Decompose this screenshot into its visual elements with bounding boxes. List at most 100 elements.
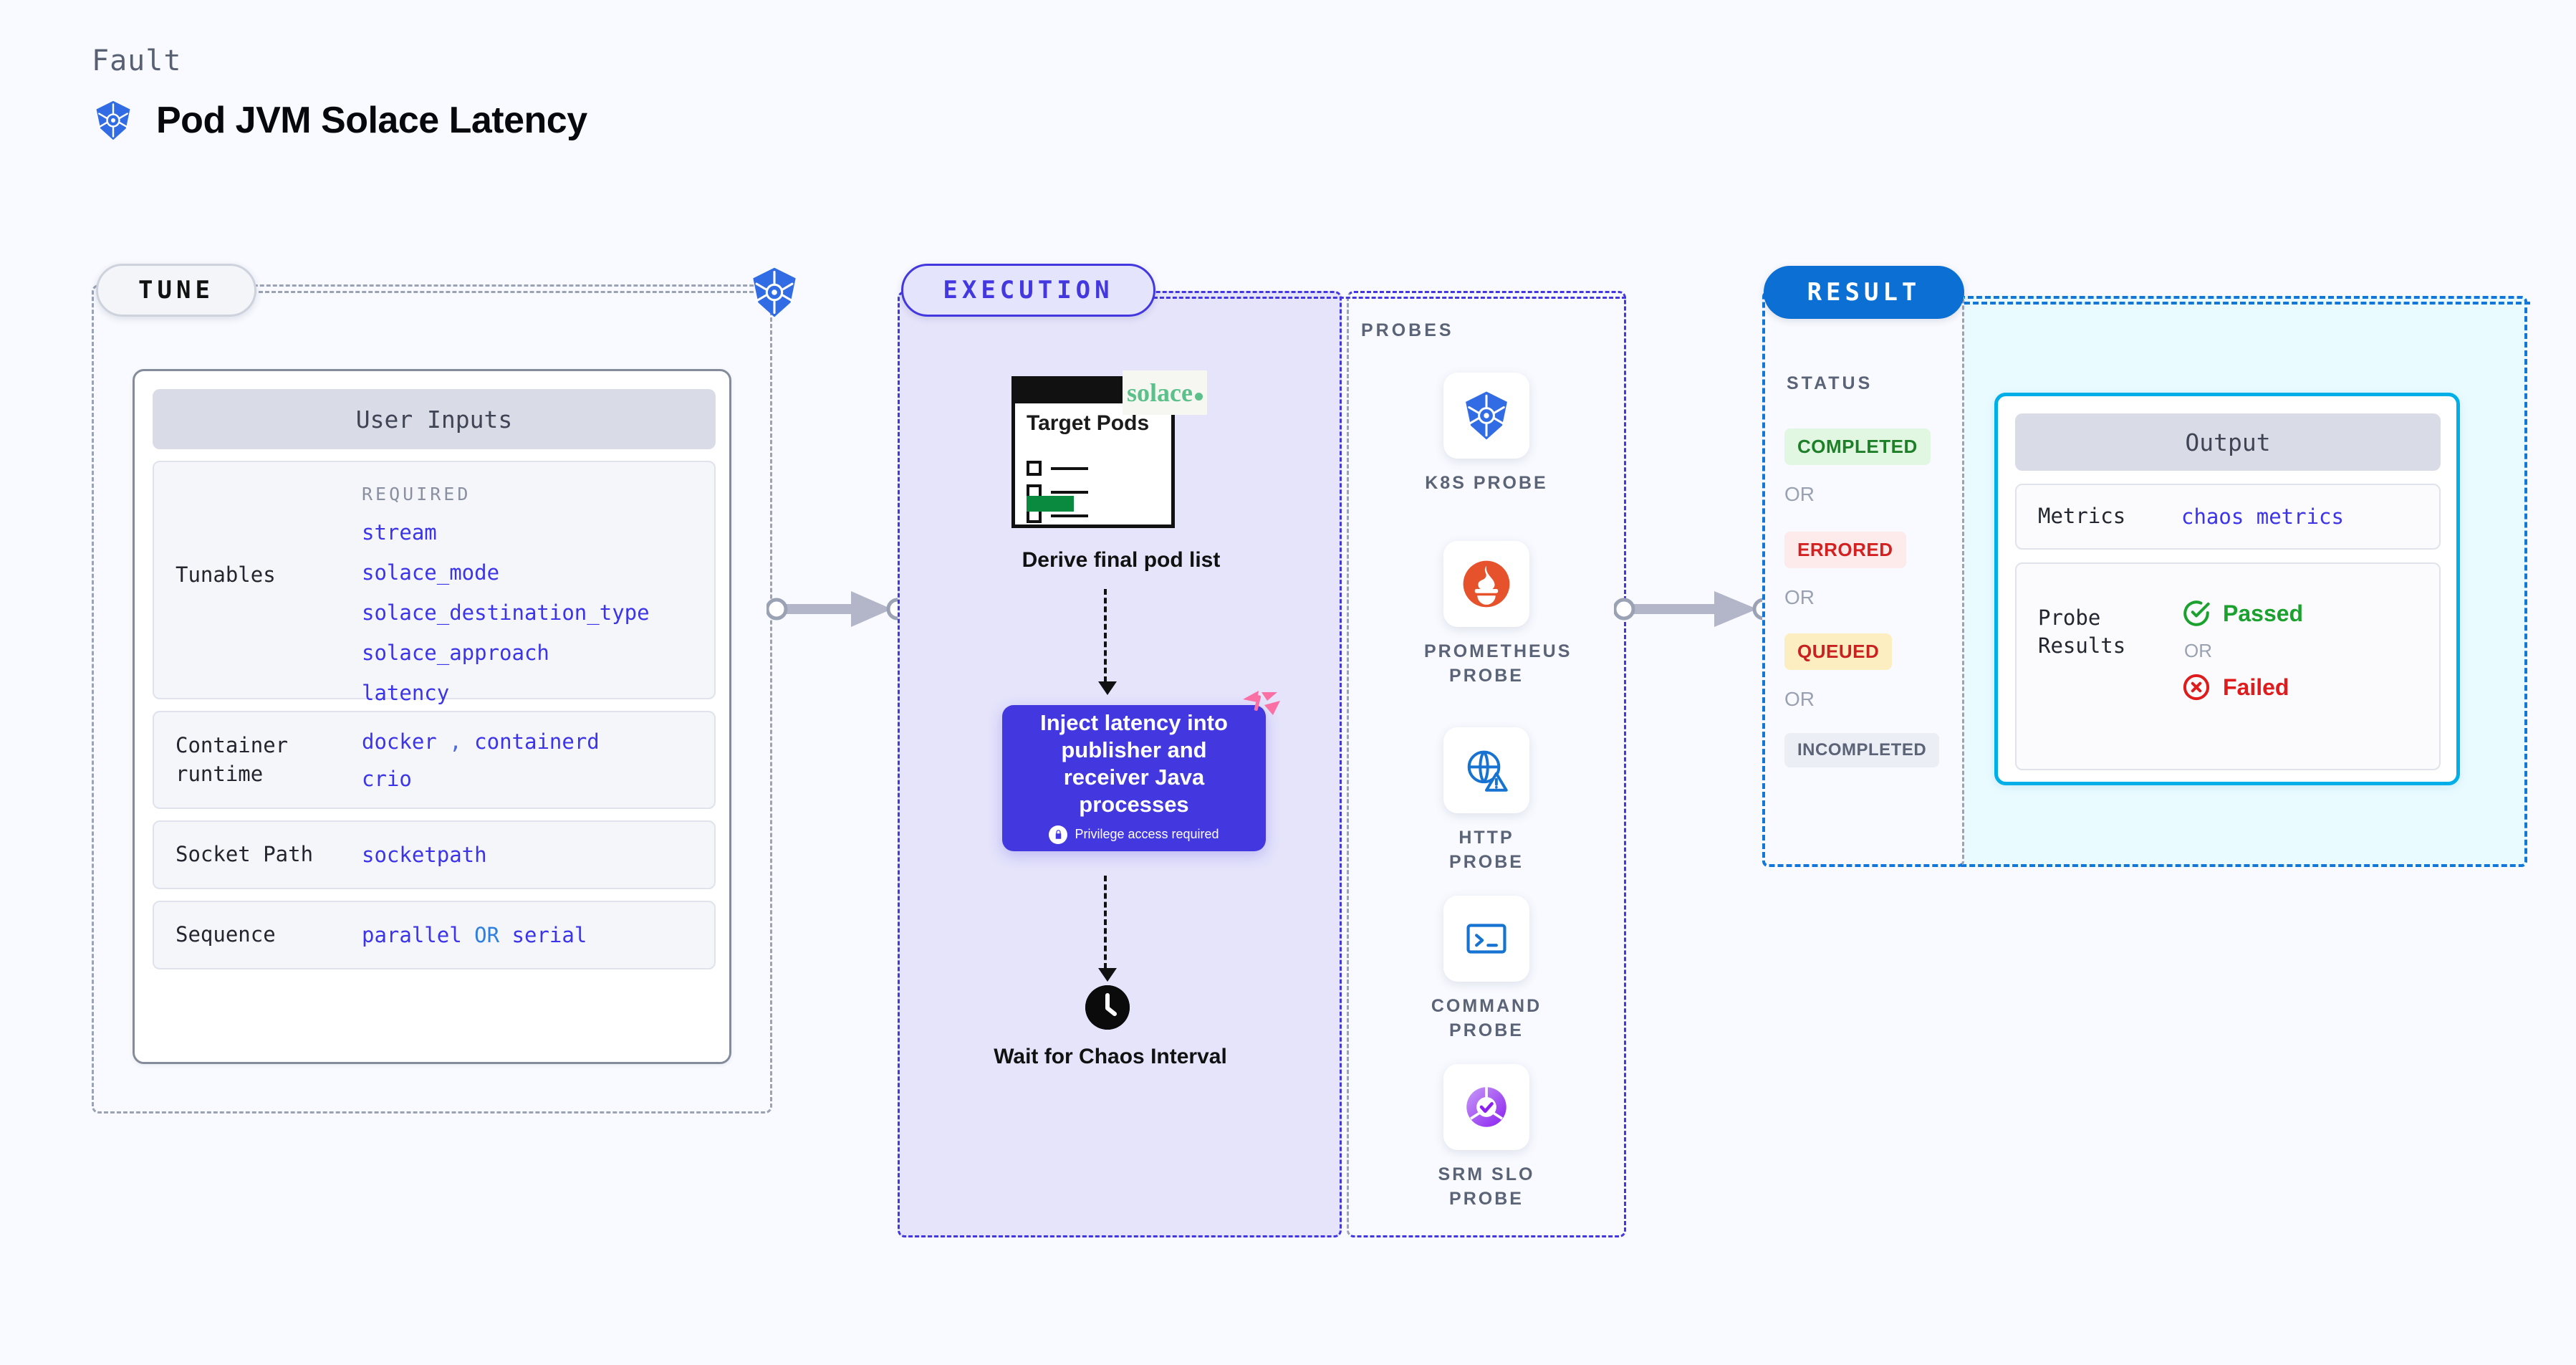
runtime-value-docker[interactable]: docker — [362, 729, 437, 754]
http-globe-warning-icon — [1443, 727, 1529, 813]
status-or-label: OR — [1784, 483, 1815, 505]
metrics-row: Metrics chaos metrics — [2015, 484, 2441, 550]
derive-pod-list-label: Derive final pod list — [1022, 548, 1221, 572]
tunable-value[interactable]: solace_approach — [362, 641, 549, 665]
socket-path-value[interactable]: socketpath — [362, 843, 487, 867]
flow-arrow-down — [1098, 876, 1117, 982]
tune-stage-container — [92, 284, 772, 1113]
metrics-value[interactable]: chaos metrics — [2181, 504, 2344, 529]
socket-path-row-label: Socket Path — [176, 842, 314, 867]
probe-results-row: Probe Results Passed OR — [2015, 562, 2441, 770]
runtime-value-containerd[interactable]: containerd — [474, 729, 600, 754]
solace-logo: solace — [1123, 370, 1207, 415]
status-badge-queued: QUEUED — [1784, 633, 1893, 670]
execution-stage-pill[interactable]: EXECUTION — [901, 264, 1155, 317]
inject-latency-card[interactable]: Inject latency into publisher and receiv… — [1002, 691, 1280, 851]
runtime-value-crio[interactable]: crio — [362, 766, 412, 791]
container-runtime-line1: docker , containerd — [362, 729, 600, 754]
tunable-value[interactable]: solace_destination_type — [362, 600, 650, 625]
sequence-values: parallel OR serial — [362, 923, 587, 947]
document-line — [1051, 514, 1088, 517]
probe-item-http[interactable]: HTTP PROBE — [1424, 727, 1549, 875]
flow-arrow-down — [1098, 589, 1117, 695]
terminal-icon — [1443, 896, 1529, 982]
probe-item-command[interactable]: COMMAND PROBE — [1424, 896, 1549, 1043]
probe-label: K8S PROBE — [1425, 473, 1548, 493]
solace-logo-text: solace — [1127, 378, 1193, 407]
result-status-container — [1762, 291, 1964, 867]
tunables-values: REQUIRED stream solace_mode solace_desti… — [362, 462, 650, 705]
probe-result-failed: Failed — [2181, 672, 2303, 702]
kubernetes-icon — [1443, 373, 1529, 459]
probe-results-or-label: OR — [2184, 640, 2212, 661]
kubernetes-icon — [92, 99, 135, 142]
sequence-value-parallel[interactable]: parallel — [362, 923, 462, 947]
document-line — [1051, 467, 1088, 470]
prometheus-icon — [1443, 541, 1529, 627]
tunables-row: Tunables REQUIRED stream solace_mode sol… — [153, 461, 716, 705]
status-badge-errored: ERRORED — [1784, 532, 1906, 568]
connector-execution-to-result — [1614, 588, 1779, 631]
probe-label: SRM SLO PROBE — [1438, 1164, 1535, 1209]
checkbox-icon — [1027, 461, 1042, 476]
status-heading: STATUS — [1787, 373, 1873, 393]
probe-item-srm-slo[interactable]: SRM SLO PROBE — [1424, 1064, 1549, 1212]
socket-path-row: Socket Path socketpath — [153, 820, 716, 889]
container-runtime-row: Container runtime docker , containerd cr… — [153, 711, 716, 809]
fault-kicker: Fault — [92, 44, 182, 77]
srm-slo-icon — [1443, 1064, 1529, 1150]
probe-results-row-label: Probe Results — [2038, 605, 2126, 658]
document-title: Target Pods — [1027, 411, 1150, 435]
privilege-note-text: Privilege access required — [1075, 827, 1219, 842]
solace-logo-dot — [1194, 392, 1203, 401]
error-circle-icon — [2181, 672, 2211, 702]
page-header: Fault Pod JVM Solace Latency — [92, 44, 587, 142]
harness-logo — [1240, 688, 1282, 725]
probe-label: PROMETHEUS PROBE — [1424, 641, 1572, 686]
tunable-value[interactable]: solace_mode — [362, 560, 500, 585]
clock-icon — [1085, 985, 1130, 1030]
document-progress-bar — [1027, 496, 1074, 512]
sequence-row-label: Sequence — [176, 922, 276, 947]
value-separator: , — [449, 729, 462, 754]
container-runtime-label-text: Container runtime — [176, 733, 289, 786]
probe-item-prometheus[interactable]: PROMETHEUS PROBE — [1424, 541, 1572, 689]
probe-passed-label: Passed — [2223, 600, 2304, 626]
probe-failed-label: Failed — [2223, 674, 2289, 700]
sequence-value-serial[interactable]: serial — [511, 923, 587, 947]
output-card-title: Output — [2015, 413, 2441, 471]
probe-label: COMMAND PROBE — [1431, 996, 1542, 1040]
tunable-value[interactable]: latency — [362, 681, 450, 705]
lock-icon — [1049, 825, 1068, 844]
check-circle-icon — [2181, 598, 2211, 628]
result-stage-pill[interactable]: RESULT — [1764, 266, 1964, 319]
tunables-row-label: Tunables — [176, 562, 276, 587]
tunable-value[interactable]: stream — [362, 520, 437, 545]
container-runtime-row-label: Container runtime — [154, 732, 362, 787]
tune-stage-pill[interactable]: TUNE — [96, 264, 256, 317]
probe-item-k8s[interactable]: K8S PROBE — [1424, 373, 1549, 496]
wait-chaos-interval-label: Wait for Chaos Interval — [994, 1045, 1227, 1068]
tune-connector-line — [252, 291, 754, 293]
privilege-note: Privilege access required — [1049, 825, 1219, 844]
user-inputs-card-title: User Inputs — [153, 389, 716, 449]
target-pods-document: Target Pods solace — [1011, 370, 1207, 528]
sequence-row: Sequence parallel OR serial — [153, 901, 716, 969]
status-badge-completed: COMPLETED — [1784, 428, 1931, 465]
result-connector-line — [1964, 302, 2530, 305]
inject-latency-text: Inject latency into publisher and receiv… — [1040, 710, 1228, 817]
kubernetes-icon — [747, 265, 802, 320]
document-line — [1051, 491, 1088, 494]
metrics-row-label: Metrics — [2038, 504, 2126, 529]
container-runtime-values: docker , containerd crio — [362, 729, 600, 791]
required-tag: REQUIRED — [362, 484, 471, 504]
page-title: Pod JVM Solace Latency — [156, 100, 587, 141]
title-row: Pod JVM Solace Latency — [92, 99, 587, 142]
user-inputs-card: User Inputs Tunables REQUIRED stream sol… — [133, 369, 731, 1064]
probes-heading: PROBES — [1361, 320, 1454, 340]
connector-tune-to-execution — [766, 588, 910, 631]
status-badge-incompleted: INCOMPLETED — [1784, 733, 1940, 767]
sequence-separator: OR — [474, 923, 500, 947]
output-card: Output Metrics chaos metrics Probe Resul… — [1994, 393, 2460, 785]
probe-results-values: Passed OR Failed — [2181, 564, 2303, 702]
